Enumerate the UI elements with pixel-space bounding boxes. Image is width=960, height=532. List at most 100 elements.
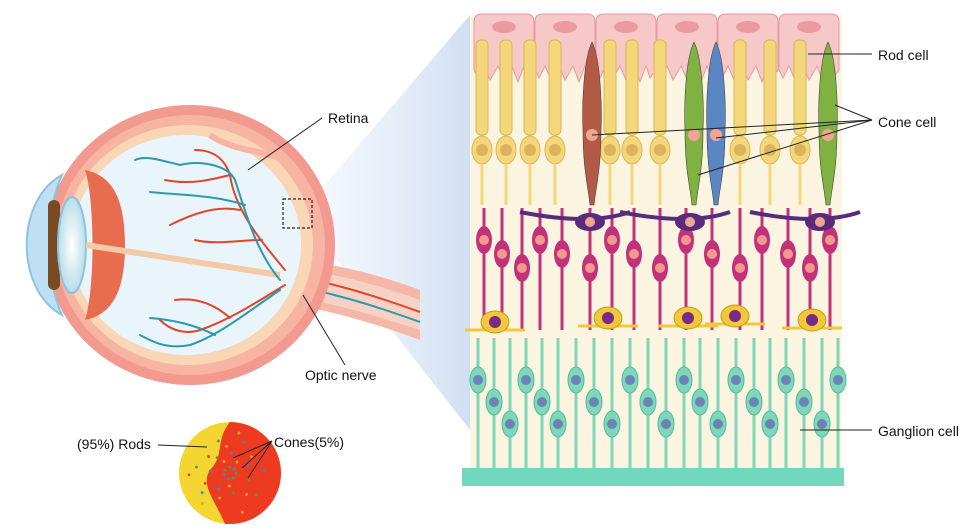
photoreceptor-dot [232,477,235,480]
bipolar-nucleus [783,249,793,259]
photoreceptor-dot [250,455,253,458]
bipolar-nucleus [535,235,545,245]
photoreceptor-dot [229,466,232,469]
photoreceptor-dot [204,482,207,485]
bipolar-nucleus [757,235,767,245]
label-rod-cell: Rod cell [878,47,929,63]
photoreceptor-dot [247,478,250,481]
ganglion-nucleus [589,397,599,407]
photoreceptor-dot [265,491,268,494]
photoreceptor-dot [195,466,198,469]
label-optic-nerve: Optic nerve [305,367,377,383]
ganglion-nucleus [799,397,809,407]
photoreceptor-dot [233,467,236,470]
bipolar-nucleus [735,263,745,273]
horizontal-nucleus [685,217,695,227]
rod-outer-segment [764,40,776,135]
photoreceptor-dot [241,511,244,514]
bipolar-nucleus [557,249,567,259]
rod-outer-segment [500,40,512,135]
bipolar-nucleus [805,263,815,273]
ganglion-nucleus [521,375,531,385]
cone-nucleus [710,129,722,141]
ganglion-nucleus [473,375,483,385]
photoreceptor-dot [243,441,246,444]
rod-nucleus [604,144,616,156]
label-rods-percentage: (95%) Rods [77,436,151,452]
bipolar-nucleus [607,235,617,245]
photoreceptor-distribution-disc [179,422,281,524]
photoreceptor-dot [230,452,233,455]
ganglion-nucleus [571,375,581,385]
bipolar-nucleus [629,249,639,259]
rod-nucleus [626,144,638,156]
photoreceptor-dot [216,456,219,459]
photoreceptor-dot [255,493,258,496]
photoreceptor-dot [188,473,191,476]
ganglion-nucleus [713,419,723,429]
pigment-nucleus [492,21,516,33]
photoreceptor-dot [245,493,248,496]
amacrine-nucleus [806,314,818,326]
photoreceptor-dot [223,469,226,472]
photoreceptor-dot [218,497,221,500]
rod-nucleus [794,144,806,156]
ganglion-nucleus [731,375,741,385]
ganglion-nucleus [661,419,671,429]
rod-outer-segment [626,40,638,135]
label-retina: Retina [328,110,368,126]
lens [58,197,86,293]
rod-outer-segment [476,40,488,135]
rod-outer-segment [524,40,536,135]
bipolar-nucleus [517,263,527,273]
rod-nucleus [500,144,512,156]
photoreceptor-dot [209,470,212,473]
rod-outer-segment [654,40,666,135]
nerve-fiber-layer [462,468,844,486]
photoreceptor-dot [236,461,239,464]
amacrine-nucleus [489,316,501,328]
ganglion-nucleus [489,397,499,407]
photoreceptor-dot [235,472,238,475]
photoreceptor-dot [241,469,244,472]
rod-outer-segment [794,40,806,135]
bipolar-nucleus [585,263,595,273]
pigment-nucleus [553,21,577,33]
photoreceptor-dot [217,488,220,491]
rod-nucleus [549,144,561,156]
ganglion-nucleus [749,397,759,407]
photoreceptor-dot [219,480,222,483]
bipolar-nucleus [497,249,507,259]
bipolar-nucleus [681,235,691,245]
rod-outer-segment [604,40,616,135]
bipolar-nucleus [707,249,717,259]
bipolar-nucleus [655,263,665,273]
cone-nucleus [688,129,700,141]
amacrine-nucleus [729,310,741,322]
ganglion-nucleus [643,397,653,407]
ganglion-nucleus [607,419,617,429]
label-cone-cell: Cone cell [878,114,936,130]
photoreceptor-dot [227,477,230,480]
bipolar-nucleus [825,235,835,245]
photoreceptor-dot [223,460,226,463]
rod-nucleus [524,144,536,156]
rod-outer-segment [549,40,561,135]
rod-outer-segment [734,40,746,135]
photoreceptor-dot [217,440,220,443]
label-cones-percentage: Cones(5%) [274,434,344,450]
photoreceptor-dot [228,485,231,488]
photoreceptor-dot [225,445,228,448]
photoreceptor-dot [237,432,240,435]
ganglion-nucleus [679,375,689,385]
rod-nucleus [654,144,666,156]
pigment-nucleus [675,21,699,33]
ganglion-nucleus [625,375,635,385]
ganglion-nucleus [833,375,843,385]
photoreceptor-dot [201,502,204,505]
pigment-nucleus [797,21,821,33]
ganglion-nucleus [553,419,563,429]
horizontal-nucleus [585,217,595,227]
ganglion-nucleus [695,397,705,407]
